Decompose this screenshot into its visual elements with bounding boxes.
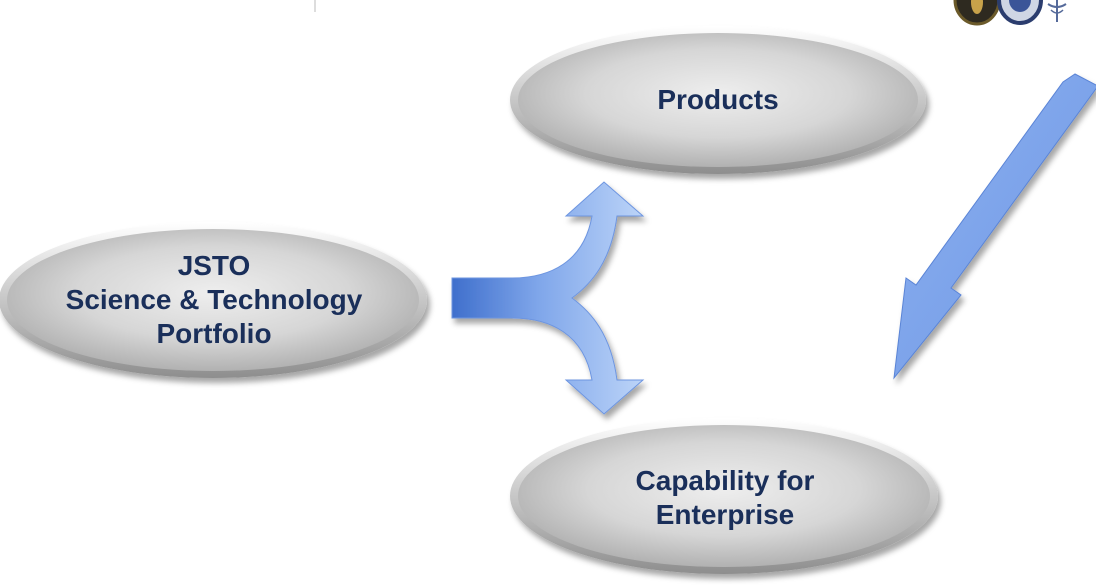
caduceus-logo: [1047, 0, 1067, 22]
products-label-line1: Products: [657, 84, 779, 115]
capability-label-line1: Capability for: [635, 465, 815, 496]
navy-seal-logo: [997, 0, 1043, 25]
jsto-node-label: JSTO Science & Technology Portfolio: [0, 240, 428, 360]
diagonal-arrow: [893, 73, 1096, 380]
army-seal-logo: [953, 0, 1001, 26]
products-node-label: Products: [518, 70, 918, 130]
jsto-label-line1: JSTO: [177, 250, 251, 281]
jsto-node: [0, 222, 427, 378]
capability-node-label: Capability for Enterprise: [520, 458, 930, 538]
capability-label-line2: Enterprise: [655, 499, 795, 530]
products-node: [510, 26, 926, 174]
jsto-label-line3: Portfolio: [156, 318, 272, 349]
jsto-label-line2: Science & Technology: [65, 284, 363, 315]
capability-node: [510, 418, 938, 574]
fork-arrow: [451, 181, 645, 415]
